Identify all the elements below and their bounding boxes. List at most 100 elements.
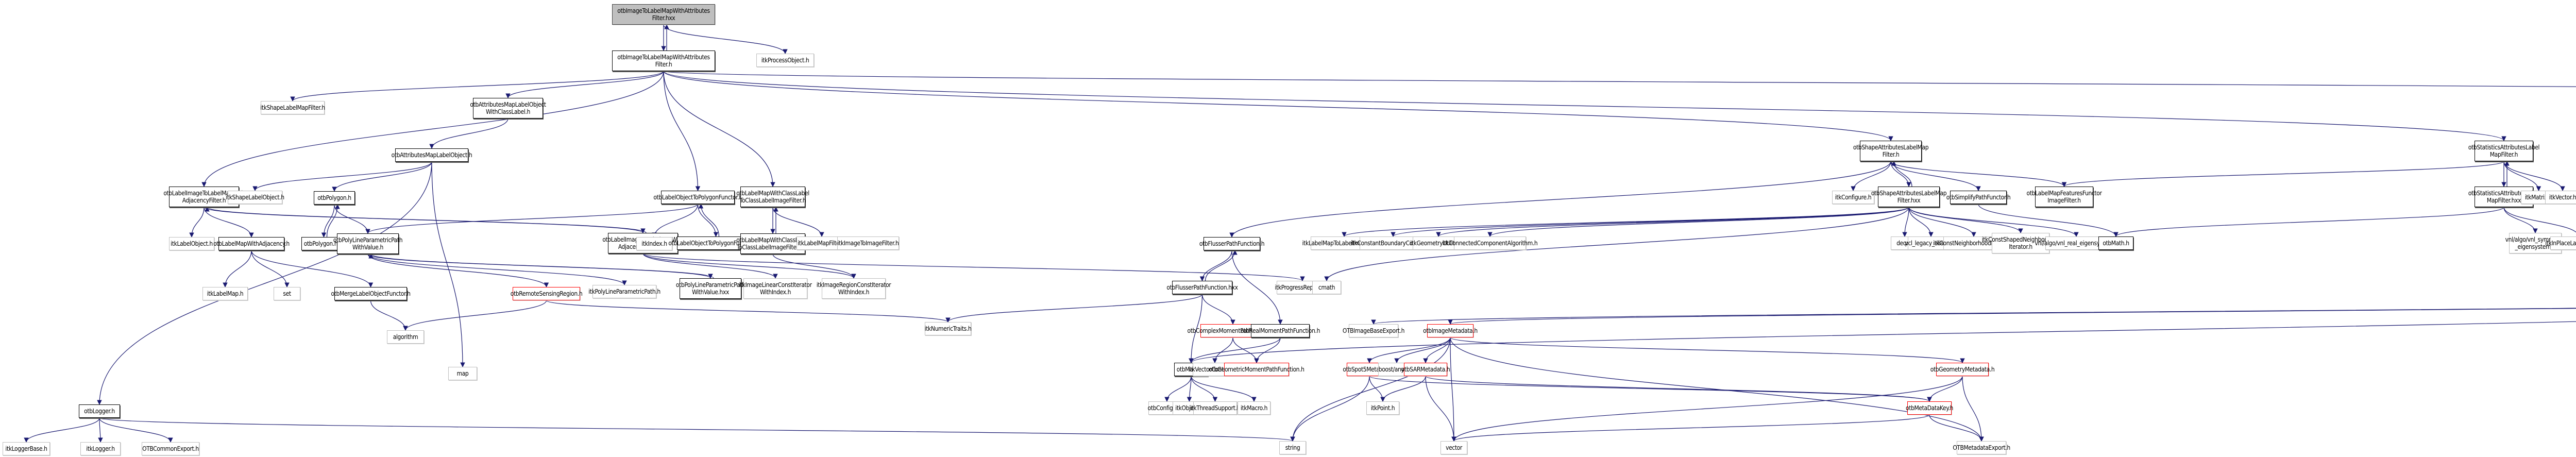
graph-node-flusser-hxx[interactable]: otbFlusserPathFunction.hxx	[1166, 281, 1238, 294]
graph-node-shape-hxx[interactable]: otbShapeAttributesLabelMap Filter.hxx	[1871, 187, 1947, 207]
graph-node-realmoment[interactable]: otbRealMomentPathFunction.h	[1241, 324, 1320, 337]
edge-complexMoment-to-itkVectorContainer	[1212, 337, 1233, 363]
edge-shape_h-to-flusser_h	[1229, 161, 1891, 238]
graph-node-simplifypath[interactable]: otbSimplifyPathFunctor.h	[1946, 191, 2011, 204]
graph-node-set: set	[274, 287, 300, 300]
graph-node-mergefunctor[interactable]: otbMergeLabelObjectFunctor.h	[331, 287, 411, 300]
graph-node-vnlrealeigen: vnl/algo/vnl_real_eigensystem.h	[2035, 236, 2118, 250]
edge-filter_h-to-shape_h	[663, 71, 1893, 141]
graph-node-vector: vector	[1440, 441, 1467, 454]
edge-shape_h-to-itkConfigure	[1851, 161, 1891, 191]
edge-lblMapAdj-to-mergeFunctor	[251, 250, 374, 287]
graph-node-itkinplacelm: itkInPlaceLabelMapFilter.h	[2545, 236, 2576, 250]
graph-node-itkconncomp: itkConnectedComponentAlgorithm.h	[1443, 236, 1538, 250]
edge-flusser_hxx-to-itkNumericTraits	[945, 294, 1203, 323]
graph-node-itkthreadsupport: itkThreadSupport.h	[1190, 401, 1240, 415]
edge-otbMacro-to-itkObject	[1187, 376, 1192, 402]
graph-node-attrmap[interactable]: otbAttributesMapLabelObject.h	[392, 148, 472, 162]
graph-node-itkshapelabelmapfilter: itkShapeLabelMapFilter.h	[260, 101, 325, 114]
graph-node-otbimagebaseexport: OTBImageBaseExport.h	[1343, 324, 1405, 337]
edge-lblImgAdj_h-to-itkLabelObject	[189, 207, 205, 238]
edge-polyLine_hxx-to-polyLine_h	[368, 253, 714, 279]
graph-node-sarmeta[interactable]: otbSARMetadata.h	[1401, 363, 1450, 376]
graph-node-otbmath[interactable]: otbMath.h	[2098, 236, 2133, 250]
edge-realMoment-to-otbMacro	[1189, 337, 1281, 363]
edge-lblImgAdj_h-to-lblMapAdj	[204, 207, 254, 238]
edge-lblMapAdj-to-itkLabelMap	[223, 250, 252, 287]
edge-otbLogger-to-itkLoggerBase	[24, 417, 100, 443]
edge-attrMap-to-otbLogger	[97, 161, 432, 405]
edge-stats_hxx-to-itkInPlaceLM	[2503, 207, 2576, 233]
graph-node-map: map	[448, 367, 477, 380]
graph-node-lblimgadj-h[interactable]: otbLabelImageToLabelMapWith AdjacencyFil…	[163, 187, 245, 207]
graph-node-polyline-h[interactable]: otbPolyLineParametricPath WithValue.h	[333, 233, 403, 254]
edge-flusser_hxx-to-flusser_h	[1205, 250, 1238, 281]
edge-lblObjPoly_hxx-to-lblObjPoly_h	[698, 204, 720, 237]
edge-otbLogger-to-itkLogger	[98, 417, 103, 443]
graph-node-itkconstshapednb: itkConstShapedNeighborhood Iterator.h	[1982, 233, 2060, 253]
graph-node-lmfeatfunctor[interactable]: otbLabelMapFeaturesFunctor ImageFilter.h	[2027, 187, 2102, 207]
graph-node-string: string	[1279, 441, 1306, 454]
graph-node-itknumerictraits: itkNumericTraits.h	[925, 322, 972, 335]
edge-polyLine_h-to-itkPolyLine	[367, 253, 627, 285]
graph-node-itkshapelabelobject: itkShapeLabelObject.h	[226, 191, 284, 204]
edge-shape_hxx-to-deque	[1902, 207, 1909, 237]
edge-sarMeta-to-itkPoint	[1380, 376, 1426, 402]
edge-imageMetadata-to-boostAny	[1394, 337, 1451, 363]
graph-node-stats-h[interactable]: otbStatisticsAttributesLabel MapFilter.h	[2468, 141, 2540, 161]
edge-filter_h-to-stats_h	[663, 71, 2506, 141]
graph-node-algorithm: algorithm	[387, 330, 424, 344]
edge-imageMetadata-to-vector	[1450, 337, 1456, 442]
edge-flusser_hxx-to-otbMacro	[1189, 294, 1203, 363]
graph-node-shape-h[interactable]: otbShapeAttributesLabelMap Filter.h	[1853, 141, 1929, 161]
graph-node-cmath: cmath	[1312, 281, 1341, 294]
edge-shape_hxx-to-shape_h	[1891, 161, 1912, 187]
graph-node-itklabelmap: itkLabelMap.h	[202, 287, 248, 300]
graph-node-itkconfigure: itkConfigure.h	[1832, 191, 1874, 204]
edge-filter_h-to-attrMapWithClass	[505, 71, 664, 98]
graph-node-otbpolygon-h[interactable]: otbPolygon.h	[314, 191, 355, 205]
graph-node-imagemetadata[interactable]: otbImageMetadata.h	[1423, 324, 1478, 337]
graph-node-otblogger[interactable]: otbLogger.h	[79, 404, 120, 418]
edge-otbLogger-to-otbCommonExport	[99, 417, 173, 443]
graph-node-root[interactable]: otbImageToLabelMapWithAttributes Filter.…	[612, 4, 715, 25]
graph-node-itklinconstit: itkImageLinearConstIterator WithIndex.h	[739, 278, 812, 299]
edge-filter_h-to-itkShapeLabelMapFilter	[290, 71, 664, 101]
edge-imageMetadata-to-sarMeta	[1423, 337, 1451, 363]
edge-flusser_hxx-to-complexMoment	[1201, 294, 1235, 325]
edge-lblMapAdj-to-set	[251, 250, 290, 287]
graph-node-metadatakey[interactable]: otbMetaDataKey.h	[1906, 401, 1953, 415]
edge-root-to-itkProcessObject	[663, 24, 788, 54]
graph-node-itkmacro: itkMacro.h	[1238, 401, 1270, 415]
edge-mergeFunctor-to-algorithm	[370, 300, 408, 331]
edge-shape_hxx-to-itkGeomUtil	[1436, 207, 1909, 237]
graph-node-rsregion[interactable]: otbRemoteSensingRegion.h	[511, 287, 583, 300]
edge-attrMap-to-map	[431, 161, 465, 367]
edge-filter_h-to-classLbl_h	[663, 71, 775, 187]
edge-metaDataKey-to-vector	[1451, 414, 1930, 442]
graph-node-lblmapadj[interactable]: otbLabelMapWithAdjacency.h	[213, 237, 290, 250]
graph-node-geommoment[interactable]: otbGeometricMomentPathFunction.h	[1209, 363, 1304, 376]
graph-node-attrmapwithclass[interactable]: otbAttributesMapLabelObject WithClassLab…	[470, 98, 546, 119]
edge-classLbl_h-to-itkLabelMapFilter	[772, 207, 824, 237]
graph-node-classlbl-h[interactable]: otbLabelMapWithClassLabel ToClassLabelIm…	[736, 187, 809, 207]
graph-node-classlbl-hxx[interactable]: otbLabelMapWithClassLabel ToClassLabelIm…	[736, 233, 809, 254]
edge-shape_hxx-to-cmath	[1324, 207, 1909, 281]
edge-classLbl_hxx-to-itkRegConstIt	[772, 253, 856, 279]
graph-node-itkindex: itkIndex.h	[636, 237, 672, 250]
graph-node-polyline-hxx[interactable]: otbPolyLineParametricPath WithValue.hxx	[676, 278, 745, 299]
edge-lblImgAdj_hxx-to-itkRegConstIt	[642, 253, 856, 279]
graph-node-lblobjpoly-h[interactable]: otbLabelObjectToPolygonFunctor.h	[653, 191, 742, 204]
edge-attrMapWithClass-to-attrMap	[429, 118, 509, 149]
graph-node-filter-h[interactable]: otbImageToLabelMapWithAttributes Filter.…	[612, 50, 715, 71]
edge-rsRegion-to-itkNumericTraits	[546, 300, 951, 323]
edge-imageMetadata-to-string	[1290, 337, 1451, 442]
edge-filter_h-to-lblObjPoly_h	[663, 71, 701, 191]
graph-node-itkvector: itkVector.h	[2545, 191, 2576, 204]
graph-node-flusser-h[interactable]: otbFlusserPathFunction.h	[1199, 237, 1265, 250]
edge-otbPolygon_h-to-otbPolygon_hxx	[321, 204, 335, 238]
graph-node-geommeta[interactable]: otbGeometryMetadata.h	[1930, 363, 1995, 376]
edge-geomMeta-to-vector	[1451, 376, 1963, 442]
graph-node-itkpolyline: itkPolyLineParametricPath.h	[588, 285, 660, 298]
